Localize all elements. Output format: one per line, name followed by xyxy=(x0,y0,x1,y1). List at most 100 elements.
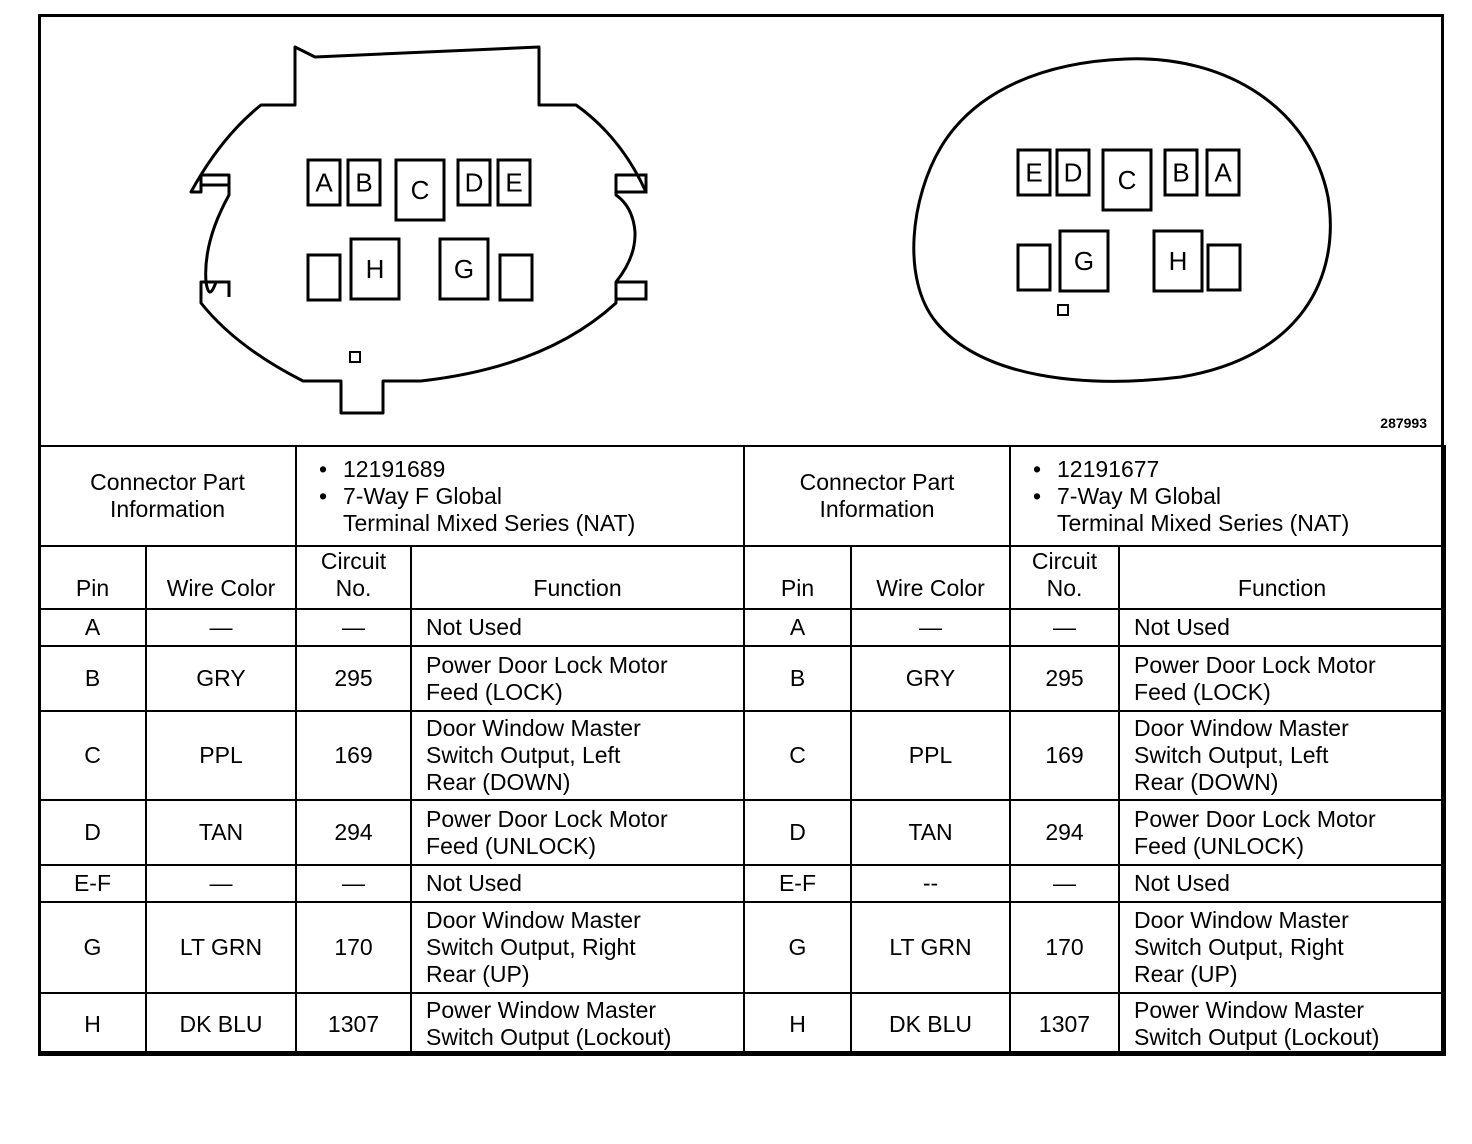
connector-info-row: Connector Part Information 12191689 7-Wa… xyxy=(37,445,746,547)
header-circuit-no: Circuit No. xyxy=(295,545,413,610)
pin-label: A xyxy=(1214,158,1232,188)
circuit-cell: 169 xyxy=(295,710,413,801)
function-cell: Not Used xyxy=(410,608,746,647)
pin-cavity xyxy=(498,253,534,302)
pin-label: B xyxy=(1172,158,1189,188)
pin-cavity xyxy=(496,158,532,207)
wire-color-cell: DK BLU xyxy=(849,992,1012,1056)
wire-color-cell: GRY xyxy=(144,645,298,712)
table-row: E-F--—Not Used xyxy=(743,864,1447,903)
pin-label: G xyxy=(1074,246,1094,276)
pin-cavity xyxy=(306,158,342,207)
left-connector-table: Connector Part Information 12191689 7-Wa… xyxy=(37,445,746,1056)
connector-part-number: 12191689 xyxy=(319,456,737,483)
circuit-cell: — xyxy=(1009,608,1121,647)
connector-description: 7-Way M Global Terminal Mixed Series (NA… xyxy=(1033,483,1438,537)
pin-cell: B xyxy=(743,645,852,712)
function-cell: Not Used xyxy=(410,864,746,903)
circuit-cell: 294 xyxy=(295,799,413,866)
pin-cell: D xyxy=(38,799,147,866)
pin-cavity xyxy=(438,237,490,301)
pin-cavity xyxy=(456,158,492,207)
function-cell: Power Door Lock Motor Feed (LOCK) xyxy=(1118,645,1447,712)
pin-cell: C xyxy=(38,710,147,801)
pin-cavity xyxy=(1206,243,1242,292)
wire-color-cell: — xyxy=(144,864,298,903)
pin-cell: A xyxy=(743,608,852,647)
function-cell: Door Window Master Switch Output, Right … xyxy=(1118,901,1447,994)
header-pin: Pin xyxy=(38,545,147,610)
left-connector-outline xyxy=(189,45,648,415)
pin-label: E xyxy=(505,168,522,198)
function-cell: Door Window Master Switch Output, Left R… xyxy=(410,710,746,801)
table-row: E-F——Not Used xyxy=(38,864,746,903)
figure-id: 287993 xyxy=(1380,415,1427,431)
pin-cavity xyxy=(1058,229,1110,293)
wire-color-cell: LT GRN xyxy=(849,901,1012,994)
circuit-cell: 170 xyxy=(295,901,413,994)
pin-cell: C xyxy=(743,710,852,801)
header-wire-color: Wire Color xyxy=(849,545,1012,610)
pin-label: B xyxy=(355,168,372,198)
table-row: A——Not Used xyxy=(743,608,1447,647)
wire-color-cell: — xyxy=(849,608,1012,647)
circuit-cell: 294 xyxy=(1009,799,1121,866)
function-cell: Door Window Master Switch Output, Left R… xyxy=(1118,710,1447,801)
header-function: Function xyxy=(1118,545,1447,610)
header-pin: Pin xyxy=(743,545,852,610)
pin-cell: E-F xyxy=(38,864,147,903)
pin-cavity xyxy=(346,158,382,207)
pin-label: H xyxy=(1169,246,1188,276)
pin-cavity xyxy=(1016,148,1052,197)
function-cell: Power Door Lock Motor Feed (LOCK) xyxy=(410,645,746,712)
function-cell: Power Window Master Switch Output (Locko… xyxy=(410,992,746,1056)
function-cell: Not Used xyxy=(1118,864,1447,903)
circuit-cell: 170 xyxy=(1009,901,1121,994)
pin-cavity xyxy=(1055,148,1091,197)
pin-label: C xyxy=(1118,165,1137,195)
circuit-cell: 1307 xyxy=(1009,992,1121,1056)
connector-info-list: 12191689 7-Way F Global Terminal Mixed S… xyxy=(295,445,746,547)
connector-info-label: Connector Part Information xyxy=(37,445,298,547)
pin-cavity xyxy=(1163,148,1199,197)
wire-color-cell: GRY xyxy=(849,645,1012,712)
wire-color-cell: TAN xyxy=(849,799,1012,866)
connector-part-number: 12191677 xyxy=(1033,456,1438,483)
pin-label: A xyxy=(315,168,333,198)
pin-cavity xyxy=(1016,243,1052,292)
pin-cell: H xyxy=(743,992,852,1056)
pin-cell: H xyxy=(38,992,147,1056)
table-header-row: Pin Wire Color Circuit No. Function xyxy=(743,545,1447,610)
right-connector-table: Connector Part Information 12191677 7-Wa… xyxy=(742,445,1447,1056)
pin-cell: G xyxy=(38,901,147,994)
wire-color-cell: -- xyxy=(849,864,1012,903)
header-circuit-no: Circuit No. xyxy=(1009,545,1121,610)
connector-info-label: Connector Part Information xyxy=(742,445,1012,547)
pin-label: D xyxy=(1064,158,1083,188)
wire-color-cell: TAN xyxy=(144,799,298,866)
function-cell: Power Door Lock Motor Feed (UNLOCK) xyxy=(1118,799,1447,866)
circuit-cell: 295 xyxy=(295,645,413,712)
header-function: Function xyxy=(410,545,746,610)
pin-cavity xyxy=(349,237,401,301)
function-cell: Not Used xyxy=(1118,608,1447,647)
function-cell: Power Window Master Switch Output (Locko… xyxy=(1118,992,1447,1056)
pin-cavity xyxy=(394,158,446,222)
pin-label: E xyxy=(1025,158,1042,188)
pin-cavity xyxy=(1101,148,1153,212)
circuit-cell: 295 xyxy=(1009,645,1121,712)
pin-cavity xyxy=(1152,229,1204,293)
circuit-cell: — xyxy=(295,864,413,903)
